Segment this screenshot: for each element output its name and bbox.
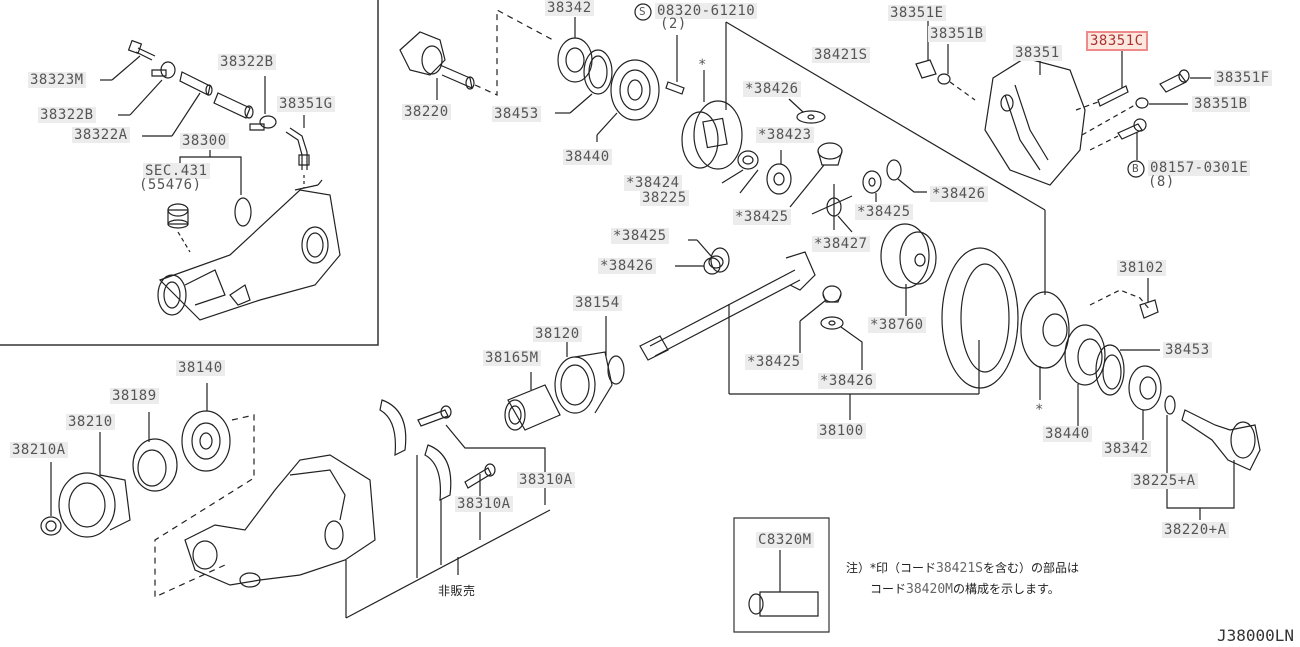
part-label-38426[interactable]: *38426 bbox=[930, 186, 988, 202]
part-label-38140[interactable]: 38140 bbox=[176, 360, 225, 376]
part-label-38100[interactable]: 38100 bbox=[817, 423, 866, 439]
part-label-38102[interactable]: 38102 bbox=[1117, 260, 1166, 276]
part-label-38453[interactable]: 38453 bbox=[492, 106, 541, 122]
part-label-38427[interactable]: *38427 bbox=[812, 236, 870, 252]
part-label-38421S[interactable]: 38421S bbox=[812, 47, 870, 63]
front-pinion-parts bbox=[41, 383, 254, 597]
s-badge-circle bbox=[635, 4, 651, 20]
part-label-38322B[interactable]: 38322B bbox=[218, 54, 276, 70]
part-label-38425[interactable]: *38425 bbox=[855, 204, 913, 220]
section-reference-sub: (55476) bbox=[139, 177, 202, 193]
not-sold-label: 非販売 bbox=[438, 584, 476, 598]
part-label-38322A[interactable]: 38322A bbox=[72, 127, 130, 143]
part-label-38342[interactable]: 38342 bbox=[1102, 441, 1151, 457]
part-label-38425[interactable]: *38425 bbox=[745, 354, 803, 370]
pinion-bearing-38760 bbox=[881, 224, 936, 316]
part-label-38342[interactable]: 38342 bbox=[545, 0, 594, 16]
part-label-38425[interactable]: *38425 bbox=[733, 209, 791, 225]
side-gears-upper bbox=[767, 99, 927, 232]
inset-assembly-drawing bbox=[100, 41, 340, 320]
part-label-08157-0301E[interactable]: 08157-0301E bbox=[1148, 160, 1251, 176]
part-label-38220[interactable]: 38220 bbox=[402, 104, 451, 120]
b-badge: B bbox=[1132, 162, 1140, 175]
part-label-38424[interactable]: *38424 bbox=[624, 175, 682, 191]
asterisk-mark: * bbox=[1035, 402, 1044, 418]
part-label-38310A[interactable]: 38310A bbox=[517, 472, 575, 488]
part-label-38351B[interactable]: 38351B bbox=[928, 26, 986, 42]
part-label-38323M[interactable]: 38323M bbox=[28, 72, 86, 88]
part-label-38440[interactable]: 38440 bbox=[563, 149, 612, 165]
part-label-38351F[interactable]: 38351F bbox=[1214, 70, 1272, 86]
part-label-38423[interactable]: *38423 bbox=[756, 127, 814, 143]
part-label-38351G[interactable]: 38351G bbox=[277, 96, 335, 112]
part-label-38220-A[interactable]: 38220+A bbox=[1162, 522, 1229, 538]
section-reference[interactable]: SEC.431 bbox=[143, 163, 210, 179]
diagram-code: J38000LN bbox=[1216, 626, 1294, 645]
part-label-38210A[interactable]: 38210A bbox=[10, 442, 68, 458]
part-label-38300[interactable]: 38300 bbox=[180, 133, 229, 149]
note-line-1: 注）*印（コード38421Sを含む）の部品は bbox=[846, 561, 1079, 576]
part-label-38425[interactable]: *38425 bbox=[611, 228, 669, 244]
part-label-38351E[interactable]: 38351E bbox=[888, 5, 946, 21]
b-badge-circle bbox=[1128, 161, 1144, 177]
part-label-38351C-selected[interactable]: 38351C bbox=[1086, 31, 1148, 51]
differential-case bbox=[682, 70, 758, 193]
part-label-08320-61210[interactable]: 08320-61210 bbox=[655, 3, 758, 19]
quantity-label: (2) bbox=[660, 16, 687, 32]
part-label-38210[interactable]: 38210 bbox=[66, 414, 115, 430]
note-line-2: コード38420Mの構成を示します。 bbox=[870, 582, 1060, 597]
quantity-label: (8) bbox=[1148, 174, 1175, 190]
part-label-38189[interactable]: 38189 bbox=[110, 388, 159, 404]
part-label-38760[interactable]: *38760 bbox=[868, 317, 926, 333]
part-label-C8320M[interactable]: C8320M bbox=[756, 532, 814, 548]
bearing-caps bbox=[380, 400, 545, 578]
side-carrier-right bbox=[1021, 210, 1260, 520]
part-label-38225[interactable]: 38225 bbox=[640, 190, 689, 206]
part-label-38310A[interactable]: 38310A bbox=[455, 496, 513, 512]
inset-frame bbox=[0, 0, 378, 345]
c8320m-inset bbox=[734, 518, 829, 632]
part-label-38154[interactable]: 38154 bbox=[573, 295, 622, 311]
ring-gear bbox=[942, 248, 1018, 388]
drive-pinion bbox=[640, 240, 979, 420]
pinion-bearing-mid bbox=[505, 316, 624, 430]
companion-flange-top bbox=[400, 10, 553, 100]
part-label-38165M[interactable]: 38165M bbox=[483, 350, 541, 366]
assembly-note: 注）*印（コード38421Sを含む）の部品は コード38420Mの構成を示します… bbox=[846, 558, 1079, 600]
carrier-housing bbox=[185, 455, 550, 618]
part-label-38322B[interactable]: 38322B bbox=[38, 107, 96, 123]
part-label-38426[interactable]: *38426 bbox=[743, 81, 801, 97]
part-label-38225-A[interactable]: 38225+A bbox=[1131, 473, 1198, 489]
part-label-38426[interactable]: *38426 bbox=[598, 258, 656, 274]
s-badge: S bbox=[639, 5, 647, 18]
bearing-group-top bbox=[555, 17, 1045, 210]
part-label-38453[interactable]: 38453 bbox=[1163, 342, 1212, 358]
part-label-38440[interactable]: 38440 bbox=[1043, 426, 1092, 442]
part-label-38351B[interactable]: 38351B bbox=[1192, 96, 1250, 112]
asterisk-mark: * bbox=[698, 57, 707, 73]
part-label-38120[interactable]: 38120 bbox=[533, 326, 582, 342]
rear-cover bbox=[916, 17, 1211, 185]
part-label-38426[interactable]: *38426 bbox=[818, 373, 876, 389]
part-label-38351[interactable]: 38351 bbox=[1013, 45, 1062, 61]
